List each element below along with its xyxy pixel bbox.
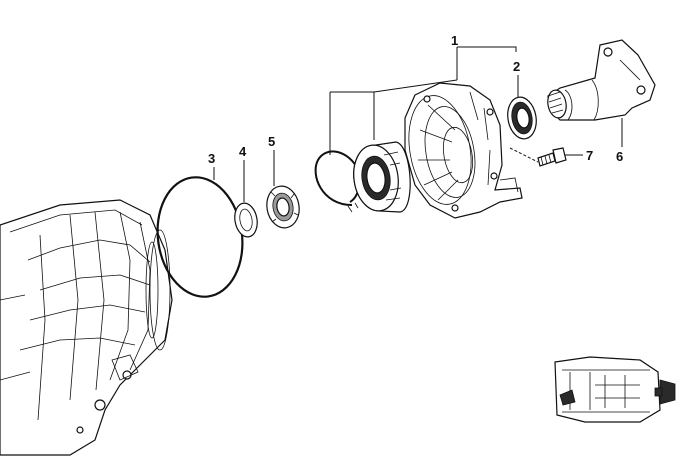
callout-7: 7 [586, 148, 593, 163]
output-housing [404, 82, 523, 219]
circlip [314, 150, 361, 213]
hex-bolt [537, 147, 567, 167]
shim-ring [234, 202, 258, 238]
callout-3: 3 [208, 151, 215, 166]
callout-5: 5 [268, 134, 275, 149]
slotted-nut [266, 185, 300, 229]
callout-4: 4 [239, 144, 247, 159]
leader-lines [213, 46, 623, 202]
output-flange-shaft [547, 39, 656, 121]
callout-1: 1 [451, 33, 458, 48]
callout-labels: 1 2 3 4 5 6 7 [208, 33, 623, 166]
transmission-locator-icon [554, 356, 676, 423]
ball-bearing [353, 141, 411, 213]
callout-2: 2 [513, 59, 520, 74]
transmission-housing [0, 199, 173, 456]
radial-shaft-seal [507, 96, 537, 140]
callout-6: 6 [616, 149, 623, 164]
